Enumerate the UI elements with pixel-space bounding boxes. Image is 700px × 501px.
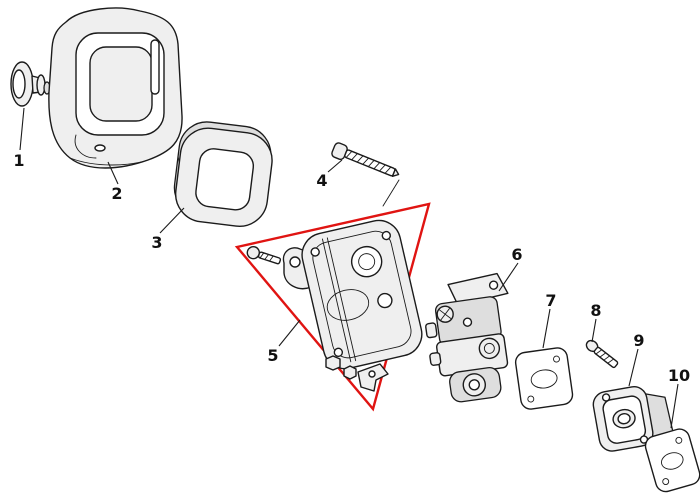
part-manifold-gasket [644, 428, 700, 493]
part-carburetor-gasket [514, 347, 574, 410]
part-carburetor [425, 272, 509, 403]
leader-lines [19, 107, 679, 429]
assembly-axis-line [382, 179, 400, 207]
part-label-8: 8 [590, 301, 601, 320]
part-intake-manifold [592, 385, 675, 452]
part-label-2: 2 [111, 184, 122, 203]
part-label-7: 7 [545, 291, 556, 310]
part-manifold-screw [585, 339, 619, 369]
part-label-3: 3 [151, 233, 162, 252]
part-mounting-knob [10, 61, 51, 107]
part-air-filter-element [173, 121, 273, 227]
part-label-4: 4 [316, 171, 327, 190]
part-label-6: 6 [511, 245, 522, 264]
part-label-10: 10 [668, 366, 690, 385]
part-air-filter-cover [48, 7, 183, 169]
part-label-9: 9 [633, 331, 644, 350]
part-label-1: 1 [13, 151, 24, 170]
part-label-5: 5 [267, 346, 278, 365]
part-number-labels: 1 2 3 4 5 6 7 8 9 10 [13, 151, 690, 385]
part-base-plate-assembly [234, 202, 431, 412]
part-cover-screw [331, 142, 400, 178]
